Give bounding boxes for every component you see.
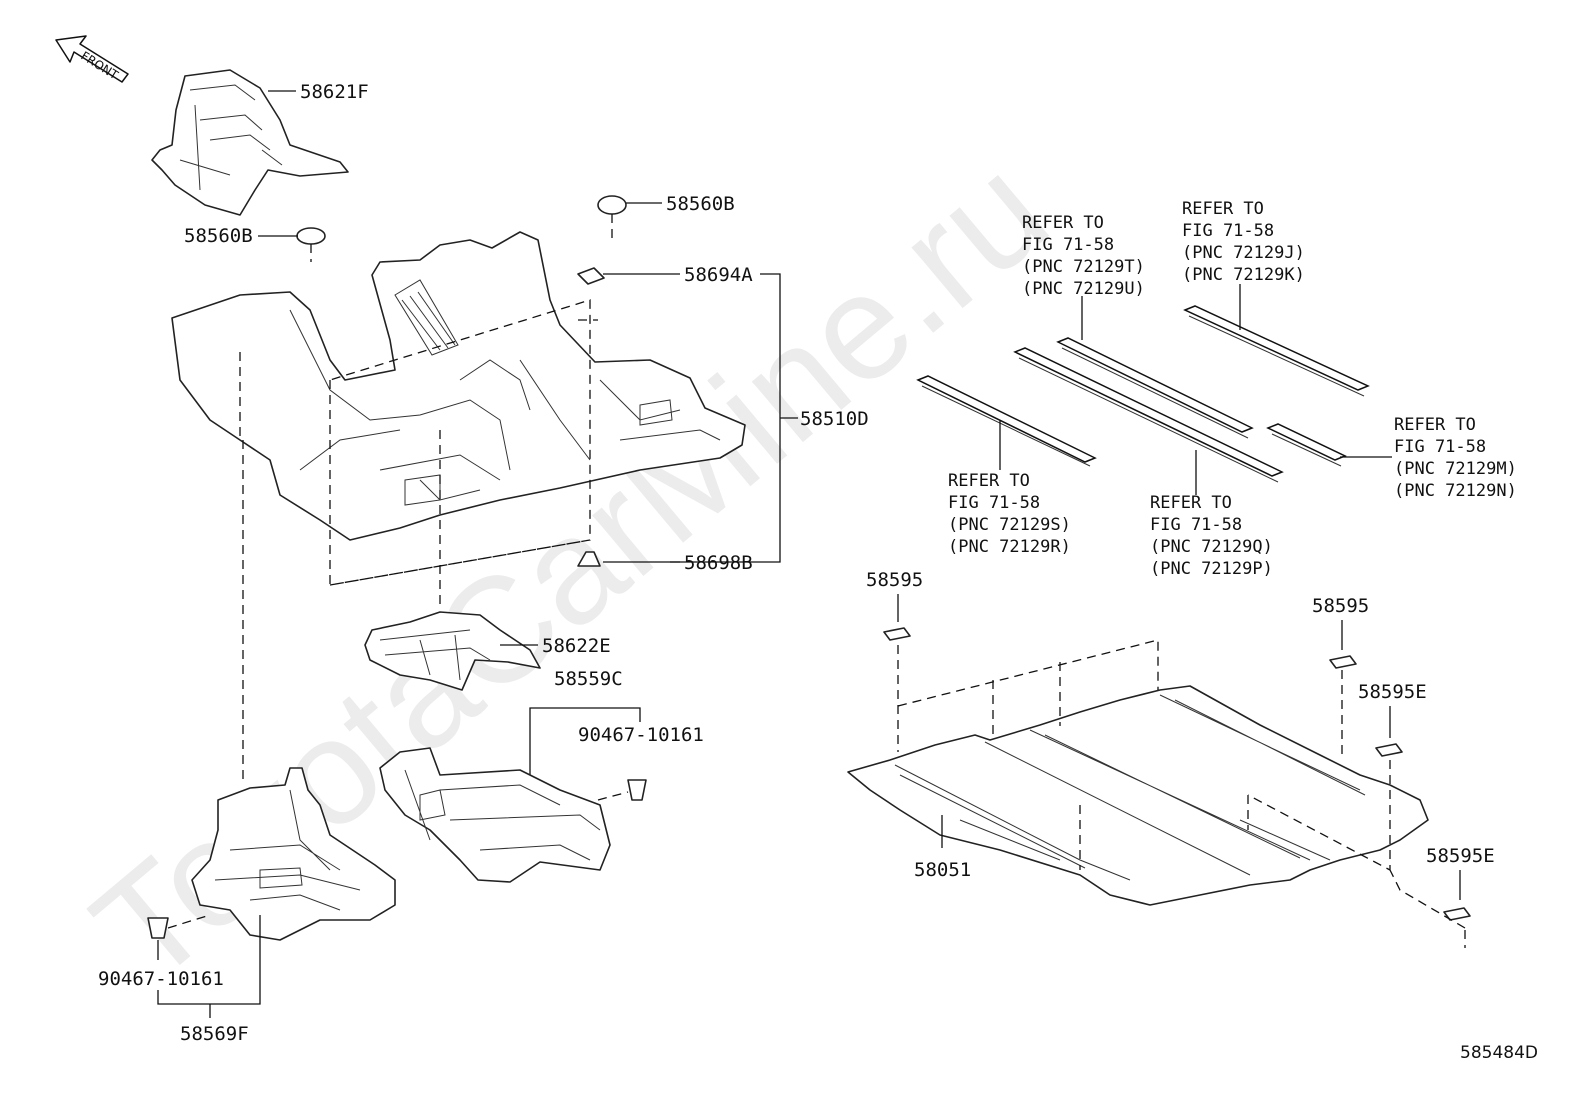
- clip-58595-left-icon: [883, 627, 911, 641]
- label-58595-right: 58595: [1312, 595, 1369, 617]
- label-58595e-lower: 58595E: [1426, 845, 1495, 867]
- part-58569f-drawing: [191, 767, 396, 941]
- clip-90467-left-icon: [147, 914, 211, 939]
- clip-58560b-left-icon: [296, 227, 326, 262]
- front-label: FRONT: [78, 49, 121, 83]
- clip-58560b-right-icon: [597, 195, 627, 240]
- label-58560b-left: 58560B: [184, 225, 253, 247]
- ref-block-jk: REFER TO FIG 71-58 (PNC 72129J) (PNC 721…: [1182, 199, 1315, 285]
- part-58559c-drawing: [379, 747, 611, 883]
- label-58698b: 58698B: [684, 552, 753, 574]
- label-90467-right: 90467-10161: [578, 724, 704, 746]
- front-arrow-icon: FRONT: [55, 35, 129, 83]
- label-90467-left: 90467-10161: [98, 968, 224, 990]
- diagram-code: 585484D: [1460, 1043, 1538, 1063]
- clip-90467-right-icon: [597, 779, 647, 801]
- rail-72129-qp-drawing: [1013, 347, 1284, 483]
- clip-58694a-icon: [577, 267, 605, 285]
- part-58510d-drawing: [171, 231, 746, 541]
- rail-72129-jk-drawing: [1183, 305, 1370, 397]
- ref-block-sr: REFER TO FIG 71-58 (PNC 72129S) (PNC 721…: [948, 471, 1081, 557]
- rail-72129-tu-drawing: [1056, 337, 1254, 439]
- label-58595e-upper: 58595E: [1358, 681, 1427, 703]
- clip-58595-right-icon: [1329, 655, 1357, 669]
- label-58559c: 58559C: [554, 668, 623, 690]
- label-58694a: 58694A: [684, 264, 753, 286]
- clip-58698b-icon: [577, 551, 601, 567]
- label-58569f: 58569F: [180, 1023, 249, 1045]
- label-58560b-right: 58560B: [666, 193, 735, 215]
- part-58622e-drawing: [364, 611, 541, 691]
- label-58595-left: 58595: [866, 569, 923, 591]
- ref-block-qp: REFER TO FIG 71-58 (PNC 72129Q) (PNC 721…: [1150, 493, 1283, 579]
- rail-72129-sr-drawing: [916, 375, 1097, 467]
- clip-58595e-upper-icon: [1375, 743, 1403, 757]
- label-58621f: 58621F: [300, 81, 369, 103]
- ref-block-tu: REFER TO FIG 71-58 (PNC 72129T) (PNC 721…: [1022, 213, 1155, 299]
- ref-block-mn: REFER TO FIG 71-58 (PNC 72129M) (PNC 721…: [1394, 415, 1527, 501]
- label-58510d: 58510D: [800, 408, 869, 430]
- part-58051-drawing: [847, 685, 1429, 906]
- part-58621f-drawing: [151, 69, 349, 216]
- label-58051: 58051: [914, 859, 971, 881]
- label-58622e: 58622E: [542, 635, 611, 657]
- rail-72129-mn-drawing: [1266, 423, 1347, 467]
